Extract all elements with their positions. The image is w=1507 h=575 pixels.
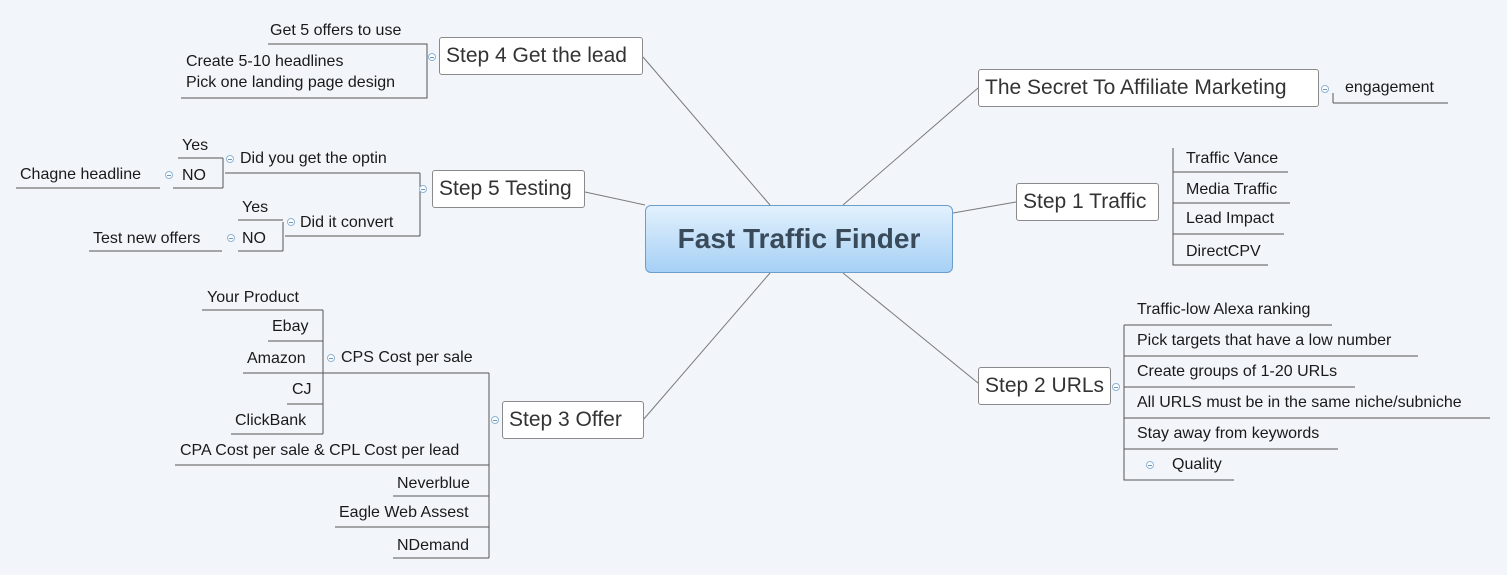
central-topic[interactable]: Fast Traffic Finder (645, 205, 953, 273)
leaf-your-product: Your Product (207, 289, 299, 306)
topic-step4-lead[interactable]: Step 4 Get the lead (439, 37, 643, 75)
leaf-optin-yes: Yes (182, 137, 209, 154)
leaf-test-new-offers: Test new offers (93, 230, 201, 247)
leaf-amazon: Amazon (247, 350, 306, 367)
collapse-toggle-icon[interactable] (1112, 383, 1120, 391)
leaf-cpa-cpl: CPA Cost per sale & CPL Cost per lead (180, 442, 460, 459)
leaf-stay-away-keywords: Stay away from keywords (1137, 425, 1320, 442)
leaf-did-you-get-optin: Did you get the optin (240, 150, 387, 167)
collapse-toggle-icon[interactable] (226, 155, 234, 163)
leaf-convert-no: NO (242, 230, 266, 247)
leaf-cj: CJ (292, 381, 312, 398)
leaf-media-traffic: Media Traffic (1186, 181, 1278, 198)
leaf-cps: CPS Cost per sale (341, 349, 473, 366)
leaf-directcpv: DirectCPV (1186, 243, 1261, 260)
collapse-toggle-icon[interactable] (419, 185, 427, 193)
collapse-toggle-icon[interactable] (287, 218, 295, 226)
leaf-same-niche: All URLS must be in the same niche/subni… (1137, 394, 1462, 411)
leaf-create-groups: Create groups of 1-20 URLs (1137, 363, 1338, 380)
collapse-toggle-icon[interactable] (327, 354, 335, 362)
collapse-toggle-icon[interactable] (1321, 85, 1329, 93)
topic-step3-offer[interactable]: Step 3 Offer (502, 401, 644, 439)
leaf-clickbank: ClickBank (235, 412, 307, 429)
leaf-landing-page: Pick one landing page design (186, 74, 396, 91)
collapse-toggle-icon[interactable] (227, 234, 235, 242)
leaf-traffic-vance: Traffic Vance (1186, 150, 1279, 167)
leaf-ebay: Ebay (272, 318, 309, 335)
leaf-optin-no: NO (182, 167, 206, 184)
leaf-did-it-convert: Did it convert (300, 214, 394, 231)
leaf-engagement: engagement (1345, 79, 1434, 96)
topic-step1-traffic[interactable]: Step 1 Traffic (1016, 183, 1159, 221)
leaf-ndemand: NDemand (397, 537, 470, 554)
collapse-toggle-icon[interactable] (491, 416, 499, 424)
leaf-get-offers: Get 5 offers to use (270, 22, 402, 39)
topic-step5-testing[interactable]: Step 5 Testing (432, 170, 585, 208)
leaf-create-headlines: Create 5-10 headlines (186, 53, 344, 70)
collapse-toggle-icon[interactable] (428, 53, 436, 61)
topic-secret[interactable]: The Secret To Affiliate Marketing (978, 69, 1319, 107)
leaf-pick-targets: Pick targets that have a low number (1137, 332, 1392, 349)
leaf-eagle-web: Eagle Web Assest (339, 504, 469, 521)
leaf-convert-yes: Yes (242, 199, 269, 216)
topic-step2-urls[interactable]: Step 2 URLs (978, 367, 1111, 405)
leaf-lead-impact: Lead Impact (1186, 210, 1275, 227)
collapse-toggle-icon[interactable] (1146, 461, 1154, 469)
collapse-toggle-icon[interactable] (165, 171, 173, 179)
leaf-change-headline: Chagne headline (20, 166, 141, 183)
leaf-quality: Quality (1172, 456, 1222, 473)
leaf-alexa-ranking: Traffic-low Alexa ranking (1137, 301, 1311, 318)
leaf-neverblue: Neverblue (397, 475, 470, 492)
